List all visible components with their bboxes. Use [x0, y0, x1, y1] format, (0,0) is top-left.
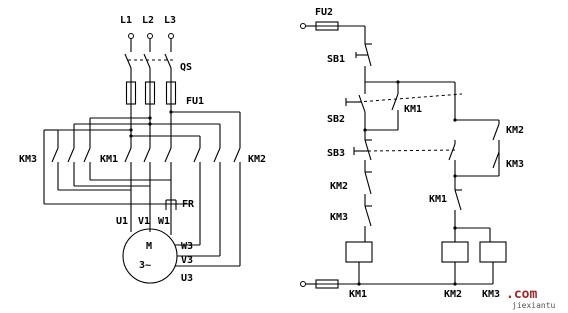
phase-label-l3: L3 — [164, 15, 176, 26]
motor-phase-label: 3~ — [139, 260, 151, 271]
coil-km1 — [345, 241, 373, 263]
watermark-domain: .com — [506, 287, 537, 302]
fu2-label: FU2 — [315, 7, 333, 18]
terminal-w1-label: W1 — [158, 216, 170, 227]
km2-main-label: KM2 — [248, 154, 266, 165]
terminal-bottom — [300, 281, 306, 287]
fu1-fuses — [125, 81, 177, 105]
phase-busbars — [57, 104, 241, 148]
km2-interlock-label: KM2 — [330, 181, 348, 192]
sb3-button — [353, 139, 456, 176]
km1-main-label: KM1 — [100, 154, 118, 165]
watermark-site: jiexiantu — [512, 301, 556, 310]
phase-label-l1: L1 — [120, 15, 132, 26]
fr-label: FR — [182, 199, 195, 210]
terminal-w3-label: W3 — [181, 241, 193, 252]
km1-interlock-label: KM1 — [429, 194, 447, 205]
coil-km2 — [441, 241, 469, 263]
fr-thermal-relay — [165, 199, 177, 210]
terminal-u1-label: U1 — [116, 216, 128, 227]
km3-interlock-label: KM3 — [330, 212, 348, 223]
coil-km3 — [479, 241, 507, 263]
watermark: .com jiexiantu — [506, 287, 556, 310]
sb2-label: SB2 — [327, 114, 345, 125]
km2-main-contacts — [193, 147, 241, 266]
terminal-v3-label: V3 — [181, 255, 193, 266]
terminal-l1 — [128, 33, 134, 39]
km1-hold-label: KM1 — [404, 104, 422, 115]
terminal-u3-label: U3 — [181, 273, 193, 284]
sb1-stop-button — [355, 43, 372, 82]
km2-interlock-contact — [364, 171, 372, 206]
terminal-l3 — [168, 33, 174, 39]
sb2-start-button — [345, 82, 366, 140]
coil-km1-label: KM1 — [349, 289, 367, 300]
terminal-top — [300, 23, 306, 29]
terminal-l2 — [147, 33, 153, 39]
terminal-v1-label: V1 — [138, 216, 150, 227]
motor-symbol — [122, 228, 178, 284]
km3-main-label: KM3 — [19, 154, 37, 165]
km3-interlock-contact — [364, 205, 372, 242]
km2-hold-contact — [453, 118, 500, 176]
km1-hold-contact — [363, 93, 399, 132]
qs-switch — [124, 39, 174, 82]
coil-km2-label: KM2 — [444, 289, 462, 300]
km3-hold-contact — [453, 151, 500, 178]
km3-main-contacts — [43, 129, 91, 204]
sb3-label: SB3 — [327, 148, 345, 159]
km3-hold-label: KM3 — [506, 159, 524, 170]
coil-km3-label: KM3 — [482, 289, 500, 300]
sb1-label: SB1 — [327, 54, 345, 65]
power-circuit: L1 L2 L3 QS FU1 — [19, 15, 266, 284]
control-circuit: FU2 SB1 SB2 — [300, 7, 524, 300]
km2-hold-label: KM2 — [506, 125, 524, 136]
qs-label: QS — [180, 62, 192, 73]
km1-main-contacts — [124, 147, 172, 218]
fu1-label: FU1 — [186, 96, 204, 107]
km1-interlock-contact — [453, 176, 491, 242]
phase-label-l2: L2 — [142, 15, 154, 26]
motor-m-label: M — [146, 241, 152, 252]
